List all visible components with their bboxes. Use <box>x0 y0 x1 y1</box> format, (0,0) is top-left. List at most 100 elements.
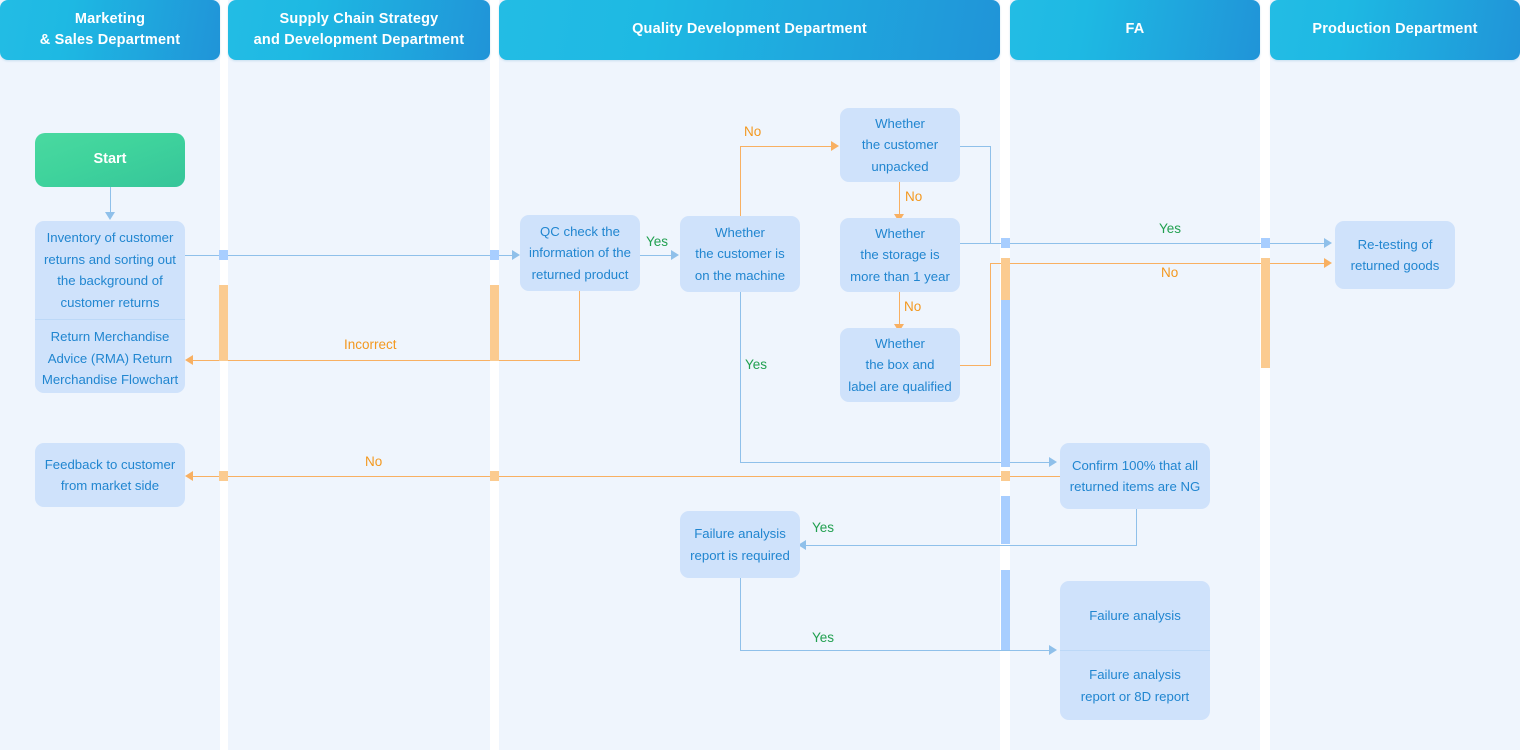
lane-crossing-band-10 <box>1001 300 1010 457</box>
edge-storage-no-vertical <box>899 289 900 325</box>
lane-title-line2: and Development Department <box>253 32 465 48</box>
arrowhead-machine-yes <box>1049 457 1057 467</box>
lane-title-line1: Supply Chain Strategy <box>279 10 439 27</box>
lane-header-supply-chain: Supply Chain Strategy and Development De… <box>228 0 490 60</box>
node-box-and-label-qualified[interactable]: Whether the box and label are qualified <box>840 328 960 402</box>
edge-label-machine-yes: Yes <box>745 357 768 372</box>
node-failure-analysis-report-required[interactable]: Failure analysis report is required <box>680 511 800 578</box>
lane-crossing-band-8 <box>1001 258 1010 300</box>
node-line1: QC check the <box>540 223 620 239</box>
edge-to-retest-yes <box>1014 243 1327 244</box>
node-confirm-returned-items-ng[interactable]: Confirm 100% that all returned items are… <box>1060 443 1210 509</box>
node-line1: Failure analysis <box>1089 607 1181 623</box>
node-retesting-returned-goods[interactable]: Re-testing of returned goods <box>1335 221 1455 289</box>
edge-boxlabel-no-vertical <box>990 263 991 366</box>
lane-supply-chain: Supply Chain Strategy and Development De… <box>228 0 490 750</box>
node-line2: from market side <box>60 478 160 493</box>
node-inventory-and-rma[interactable]: Inventory of customer returns and sortin… <box>35 221 185 393</box>
node-line2: returned goods <box>1350 258 1440 273</box>
lane-crossing-band-7 <box>1261 238 1270 248</box>
lane-body-production <box>1270 64 1520 750</box>
node-line3: unpacked <box>871 158 929 174</box>
edge-unpacked-yes-vertical <box>990 146 991 243</box>
edge-label-incorrect: Incorrect <box>344 337 397 352</box>
edge-machine-yes-horizontal <box>740 462 1052 463</box>
node-rma[interactable]: Return Merchandise Advice (RMA) Return M… <box>35 319 185 397</box>
lane-crossing-band-11 <box>1001 496 1010 544</box>
lane-body-supply-chain <box>228 64 490 750</box>
edge-to-retest-no <box>990 263 1327 264</box>
node-line2: the box and <box>865 357 935 373</box>
node-line2: returned items are NG <box>1069 479 1201 494</box>
edge-label-retest-yes: Yes <box>1159 221 1182 236</box>
node-line2: the storage is <box>860 247 940 263</box>
arrowhead-qc-incorrect <box>185 355 193 365</box>
edge-label-confirm-yes: Yes <box>812 520 835 535</box>
arrowhead-to-retest-no <box>1324 258 1332 268</box>
node-line1: Failure analysis <box>694 526 786 541</box>
lane-crossing-band-3 <box>219 285 228 361</box>
lane-crossing-band-1 <box>219 250 228 260</box>
lane-title: FA <box>1125 21 1145 38</box>
node-customer-on-machine[interactable]: Whether the customer is on the machine <box>680 216 800 292</box>
arrowhead-to-retest-yes <box>1324 238 1332 248</box>
node-line2: the customer <box>861 137 939 153</box>
node-line3: Merchandise Flowchart <box>41 372 179 387</box>
node-line2: report is required <box>690 547 790 563</box>
edge-qc-to-machine <box>639 255 673 256</box>
node-line3: more than 1 year <box>850 268 950 284</box>
node-customer-unpacked[interactable]: Whether the customer unpacked <box>840 108 960 182</box>
node-line1: Inventory of customer <box>46 230 174 245</box>
lane-crossing-band-13 <box>219 471 228 481</box>
lane-header-quality: Quality Development Department <box>499 0 1000 60</box>
lane-title-line2: & Sales Department <box>39 32 181 48</box>
edge-label-machine-no: No <box>744 124 762 139</box>
node-line1: Return Merchandise <box>50 329 170 344</box>
edge-label-feedback-no: No <box>365 454 383 469</box>
lane-crossing-band-9 <box>1261 258 1270 368</box>
node-line1: Whether <box>715 224 765 240</box>
node-failure-analysis-report[interactable]: Failure analysis report or 8D report <box>1060 650 1210 720</box>
node-line2: information of the <box>529 245 631 261</box>
arrowhead-start-to-inventory <box>105 212 115 220</box>
lane-crossing-band-4 <box>490 285 499 361</box>
edge-label-fareq-yes: Yes <box>812 630 835 645</box>
lane-quality: Quality Development Department <box>499 0 1000 750</box>
lane-crossing-band-14 <box>490 471 499 481</box>
node-line3: on the machine <box>694 267 786 283</box>
node-line2: returns and sorting out <box>44 251 176 267</box>
node-line2: Advice (RMA) Return <box>47 350 173 366</box>
lane-crossing-band-5 <box>1001 457 1010 467</box>
node-line2: report or 8D report <box>1080 688 1190 704</box>
node-line1: Whether <box>875 335 925 351</box>
node-failure-analysis[interactable]: Failure analysis <box>1060 581 1210 650</box>
edge-feedback-no-horizontal <box>193 476 1060 477</box>
edge-fareq-yes-vertical <box>740 578 741 650</box>
lane-crossing-band-6 <box>1001 238 1010 248</box>
lane-crossing-band-15 <box>1001 471 1010 481</box>
arrowhead-qc-to-machine <box>671 250 679 260</box>
edge-label-qc-yes: Yes <box>646 234 669 249</box>
node-storage-more-than-1-year[interactable]: Whether the storage is more than 1 year <box>840 218 960 292</box>
edge-fareq-yes-horizontal <box>740 650 1052 651</box>
lane-header-fa: FA <box>1010 0 1260 60</box>
arrowhead-confirm-yes <box>798 540 806 550</box>
node-feedback-to-customer[interactable]: Feedback to customer from market side <box>35 443 185 507</box>
lane-title-line1: Marketing <box>74 10 146 27</box>
edge-qc-incorrect-vertical <box>579 289 580 361</box>
node-line1: Re-testing of <box>1357 236 1433 252</box>
node-qc-check[interactable]: QC check the information of the returned… <box>520 215 640 291</box>
node-start[interactable]: Start <box>35 133 185 187</box>
lane-header-production: Production Department <box>1270 0 1520 60</box>
lane-title: Production Department <box>1312 21 1478 38</box>
node-failure-analysis-group[interactable]: Failure analysis Failure analysis report… <box>1060 581 1210 720</box>
node-line4: customer returns <box>60 294 160 310</box>
arrowhead-inventory-to-qc <box>512 250 520 260</box>
edge-start-to-inventory <box>110 187 111 213</box>
arrowhead-fareq-yes <box>1049 645 1057 655</box>
lane-title: Quality Development Department <box>632 21 867 38</box>
edge-unpacked-no-vertical <box>899 179 900 215</box>
node-inventory[interactable]: Inventory of customer returns and sortin… <box>35 221 185 319</box>
edge-label-retest-no: No <box>1161 265 1179 280</box>
